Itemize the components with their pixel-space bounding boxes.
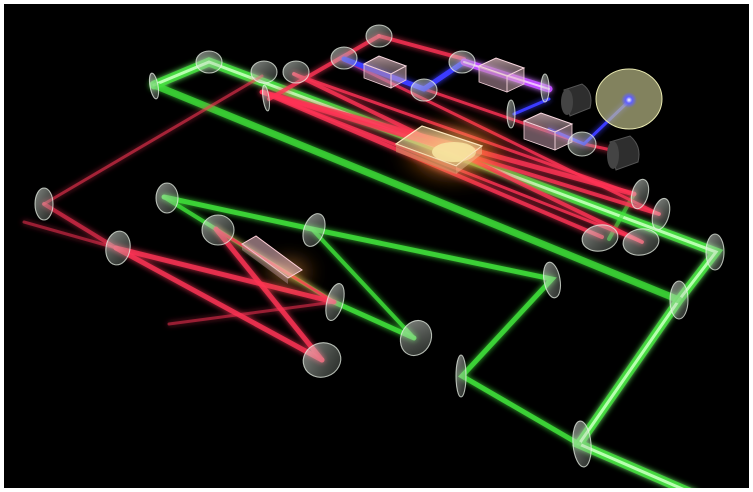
mirror <box>567 131 597 157</box>
mirror <box>34 187 54 221</box>
mirror <box>155 182 179 214</box>
mirror <box>148 72 160 100</box>
nonlinear-crystal-main <box>394 125 484 174</box>
modulator-cube-1 <box>362 55 408 89</box>
mirror <box>261 84 271 112</box>
mirror <box>705 233 725 271</box>
mirror <box>282 60 310 84</box>
optical-setup-scene <box>4 4 749 488</box>
mirror <box>399 319 433 357</box>
mirror <box>105 230 131 266</box>
mirror <box>572 420 592 468</box>
mirror <box>542 261 562 299</box>
mirror <box>302 342 342 378</box>
mirror <box>506 99 516 129</box>
mirror <box>250 60 278 84</box>
mirror <box>540 73 550 103</box>
detector-lower <box>607 135 640 171</box>
mirror <box>669 280 689 320</box>
mirror <box>581 224 619 252</box>
mirror <box>455 354 467 398</box>
mirror <box>651 197 671 231</box>
mirror <box>365 24 393 48</box>
target-disc <box>595 68 663 130</box>
modulator-cube-2 <box>477 57 526 93</box>
mirror <box>195 50 223 74</box>
mirror <box>302 213 326 247</box>
detector-upper <box>561 83 592 117</box>
mirror <box>410 78 438 102</box>
optical-setup-diagram <box>22 24 725 488</box>
nonlinear-crystal-secondary <box>241 235 303 284</box>
mirror <box>325 282 345 322</box>
mirror <box>622 228 660 256</box>
modulator-cube-3 <box>522 112 574 151</box>
optical-mirrors <box>34 24 725 468</box>
mirror <box>448 50 476 74</box>
mirror <box>201 214 235 246</box>
mirror <box>630 178 650 210</box>
mirror <box>330 46 358 70</box>
